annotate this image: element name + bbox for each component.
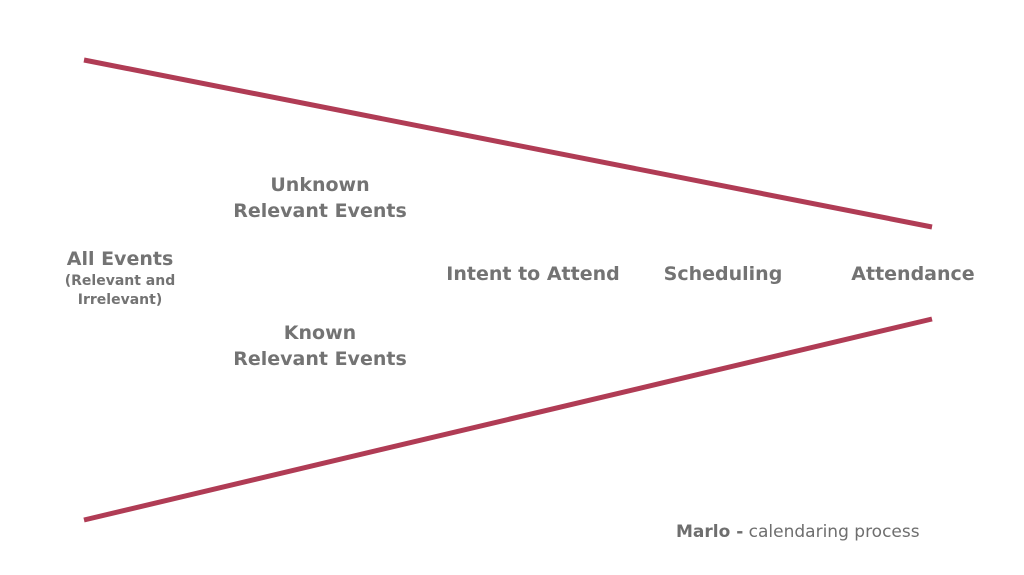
all-events-title: All Events <box>66 248 174 270</box>
funnel-top-line <box>83 57 933 230</box>
attendance-label: Attendance <box>851 263 975 285</box>
brand-logo: Marlo - <box>676 522 744 542</box>
all-events-sub2: Irrelevant) <box>77 292 163 308</box>
footer-text: calendaring process <box>743 522 920 542</box>
known-events-label: Known Relevant Events <box>220 320 420 372</box>
known-line1: Known <box>283 322 357 344</box>
scheduling-label: Scheduling <box>663 263 783 285</box>
all-events-label: All Events (Relevant and Irrelevant) <box>40 246 200 310</box>
intent-label: Intent to Attend <box>446 263 620 285</box>
footer-caption: Marlo - calendaring process <box>676 522 920 542</box>
all-events-sub1: (Relevant and <box>64 273 176 289</box>
unknown-line1: Unknown <box>270 174 370 196</box>
known-line2: Relevant Events <box>233 348 407 370</box>
unknown-line2: Relevant Events <box>233 200 407 222</box>
unknown-events-label: Unknown Relevant Events <box>220 172 420 224</box>
funnel-bottom-line <box>83 316 933 523</box>
